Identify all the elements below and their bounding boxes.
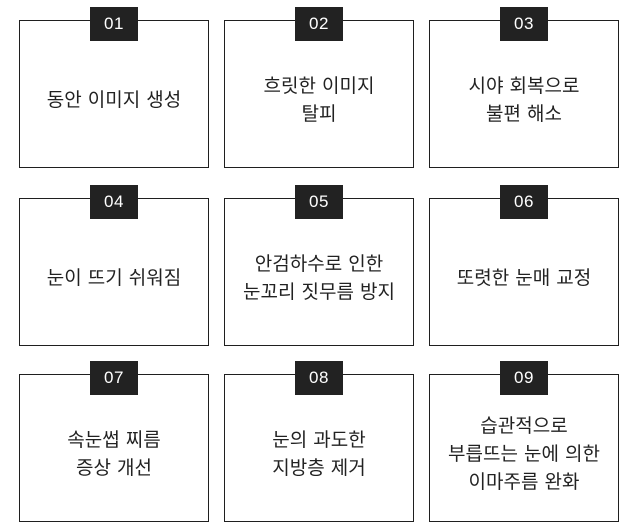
- card-number-badge: 07: [90, 361, 138, 395]
- card-text: 눈의 과도한 지방층 제거: [272, 426, 365, 482]
- card-text-line: 흐릿한 이미지: [263, 75, 375, 97]
- card-number-badge: 08: [295, 361, 343, 395]
- card-text-line: 습관적으로: [480, 415, 568, 437]
- card-text-line: 부릅뜨는 눈에 의한: [448, 443, 600, 465]
- card-text-line: 동안 이미지 생성: [46, 89, 182, 111]
- benefit-card-08: 08 눈의 과도한 지방층 제거: [224, 361, 414, 522]
- card-text-line: 안검하수로 인한: [254, 253, 384, 275]
- card-number-badge: 05: [295, 185, 343, 219]
- benefit-card-09: 09 습관적으로 부릅뜨는 눈에 의한 이마주름 완화: [429, 361, 619, 522]
- card-number-badge: 03: [500, 7, 548, 41]
- card-text-line: 이마주름 완화: [468, 471, 580, 493]
- card-text-line: 탈피: [301, 103, 337, 125]
- card-text: 습관적으로 부릅뜨는 눈에 의한 이마주름 완화: [448, 412, 600, 496]
- card-text: 흐릿한 이미지 탈피: [264, 72, 375, 128]
- card-text: 동안 이미지 생성: [47, 86, 181, 114]
- card-text-line: 또렷한 눈매 교정: [456, 267, 592, 289]
- benefit-card-06: 06 또렷한 눈매 교정: [429, 185, 619, 346]
- card-number-badge: 09: [500, 361, 548, 395]
- card-text-line: 눈꼬리 짓무름 방지: [243, 281, 395, 303]
- card-text: 시야 회복으로 불편 해소: [469, 72, 580, 128]
- card-number-badge: 02: [295, 7, 343, 41]
- card-text: 안검하수로 인한 눈꼬리 짓무름 방지: [243, 250, 395, 306]
- card-text: 또렷한 눈매 교정: [457, 264, 591, 292]
- benefit-card-02: 02 흐릿한 이미지 탈피: [224, 7, 414, 168]
- card-number-badge: 06: [500, 185, 548, 219]
- card-text-line: 증상 개선: [76, 457, 152, 479]
- benefit-card-01: 01 동안 이미지 생성: [19, 7, 209, 168]
- benefit-card-05: 05 안검하수로 인한 눈꼬리 짓무름 방지: [224, 185, 414, 346]
- card-text: 속눈썹 찌름 증상 개선: [67, 426, 160, 482]
- card-text: 눈이 뜨기 쉬워짐: [47, 264, 181, 292]
- card-text-line: 눈이 뜨기 쉬워짐: [46, 267, 182, 289]
- card-text-line: 속눈썹 찌름: [67, 429, 161, 451]
- card-number-badge: 04: [90, 185, 138, 219]
- card-text-line: 지방층 제거: [272, 457, 366, 479]
- card-text-line: 시야 회복으로: [468, 75, 580, 97]
- card-text-line: 불편 해소: [486, 103, 562, 125]
- benefit-card-07: 07 속눈썹 찌름 증상 개선: [19, 361, 209, 522]
- benefit-card-03: 03 시야 회복으로 불편 해소: [429, 7, 619, 168]
- benefit-card-04: 04 눈이 뜨기 쉬워짐: [19, 185, 209, 346]
- card-number-badge: 01: [90, 7, 138, 41]
- card-text-line: 눈의 과도한: [272, 429, 366, 451]
